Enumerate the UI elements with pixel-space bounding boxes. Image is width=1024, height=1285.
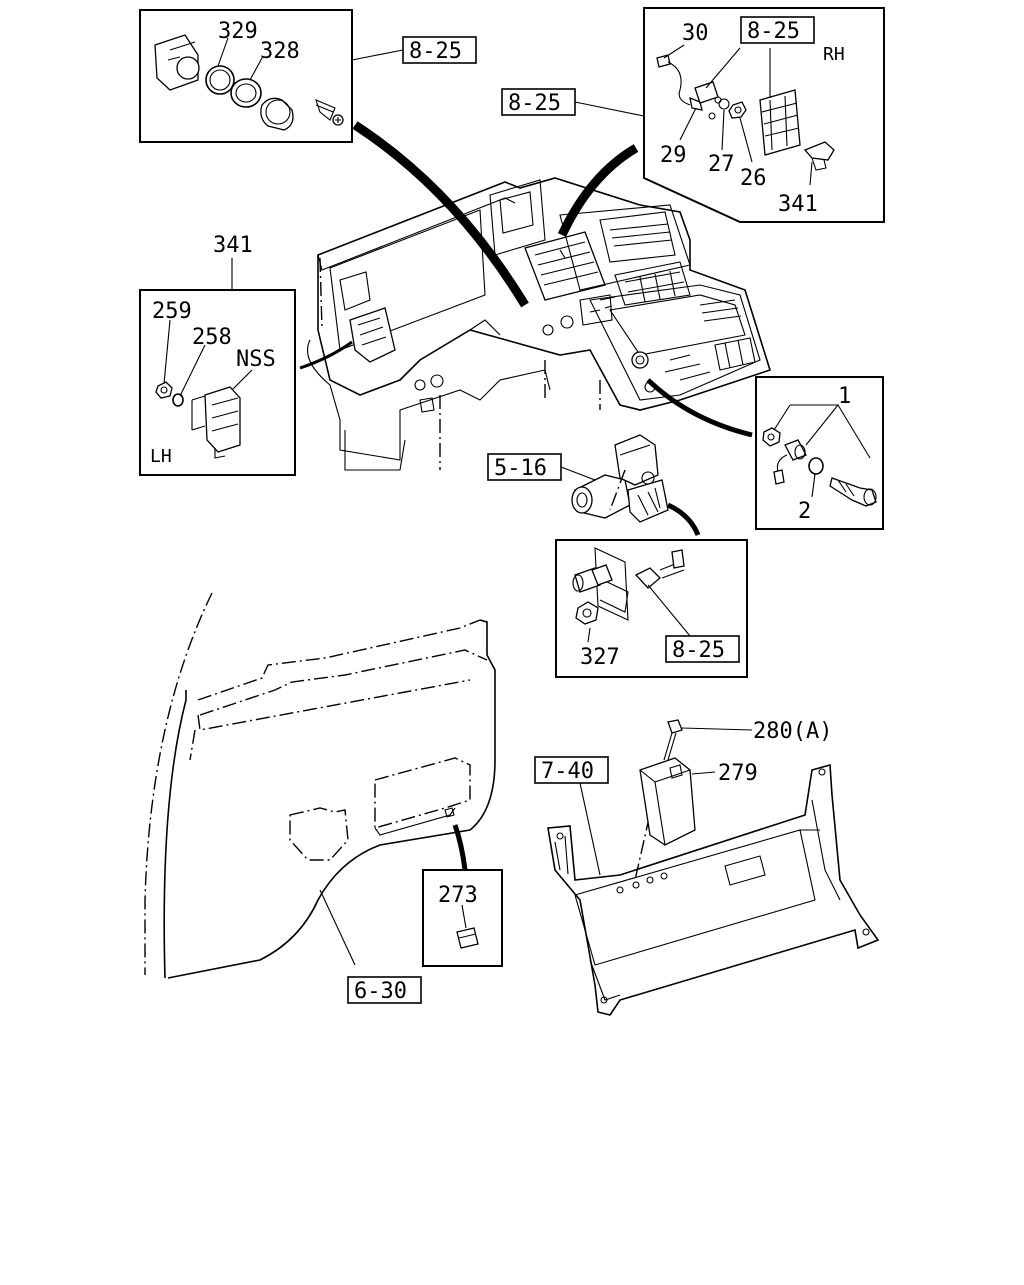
label-lh: LH bbox=[150, 446, 172, 467]
dashboard bbox=[306, 177, 771, 471]
detail-box-motor-parts: 8-25 327 bbox=[555, 539, 748, 678]
ref-label-8-25-mid: 8-25 bbox=[508, 91, 561, 116]
label-341-rh: 341 bbox=[778, 192, 818, 217]
label-280a: 280(A) bbox=[753, 719, 832, 744]
detail-box-lighter: 1 2 bbox=[755, 376, 884, 530]
ref-8-25-top: 8-25 bbox=[351, 36, 477, 64]
detail-box-rh: 8-25 RH 30 29 27 26 341 bbox=[643, 7, 885, 223]
label-29: 29 bbox=[660, 143, 687, 168]
label-259: 259 bbox=[152, 299, 192, 324]
ref-label-6-30: 6-30 bbox=[354, 979, 407, 1004]
callout-arrows bbox=[299, 121, 753, 871]
label-1: 1 bbox=[838, 384, 851, 409]
motor-assembly: 5-16 bbox=[487, 434, 669, 523]
ref-label-8-25-top: 8-25 bbox=[409, 39, 462, 64]
detail-box-lh: 341 259 258 NSS LH bbox=[139, 233, 296, 476]
label-341: 341 bbox=[213, 233, 253, 258]
label-258: 258 bbox=[192, 325, 232, 350]
label-30: 30 bbox=[682, 21, 709, 46]
label-273: 273 bbox=[438, 883, 478, 908]
label-329: 329 bbox=[218, 19, 258, 44]
label-327: 327 bbox=[580, 645, 620, 670]
detail-box-273: 273 bbox=[422, 869, 503, 967]
label-279: 279 bbox=[718, 761, 758, 786]
detail-box-knob: 329 328 bbox=[139, 9, 353, 143]
mounting-frame: 7-40 280(A) 279 bbox=[534, 719, 880, 1016]
ref-label-8-25-rh: 8-25 bbox=[747, 19, 800, 44]
ref-label-7-40: 7-40 bbox=[541, 759, 594, 784]
ref-label-8-25-bottom: 8-25 bbox=[672, 638, 725, 663]
label-2: 2 bbox=[798, 499, 811, 524]
label-rh: RH bbox=[823, 44, 845, 65]
ref-label-5-16: 5-16 bbox=[494, 456, 547, 481]
label-27: 27 bbox=[708, 152, 735, 177]
label-328: 328 bbox=[260, 39, 300, 64]
label-nss: NSS bbox=[236, 347, 276, 372]
label-26: 26 bbox=[740, 166, 767, 191]
ref-8-25-mid: 8-25 bbox=[501, 88, 645, 117]
door-panel: 6-30 bbox=[144, 592, 496, 1004]
